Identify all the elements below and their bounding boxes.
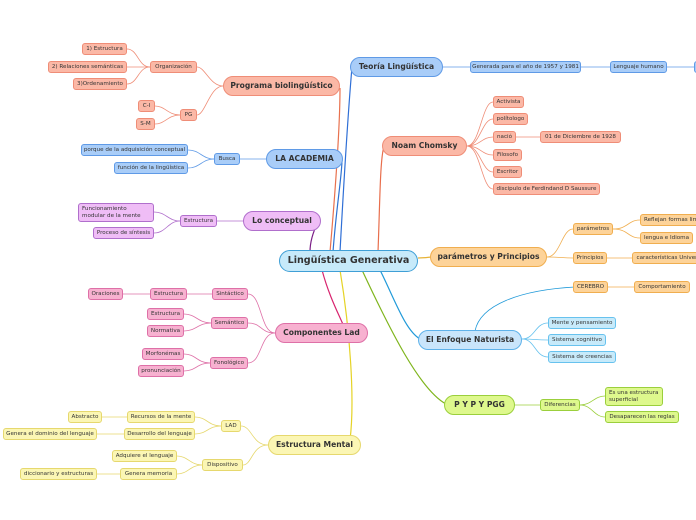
node-organizacion[interactable]: Organización xyxy=(150,61,197,73)
node-proceso-sintesis[interactable]: Proceso de síntesis xyxy=(93,227,154,239)
node-adquisicion-conceptual[interactable]: porque de la adquisición conceptual xyxy=(81,144,188,156)
node-abstracto[interactable]: Abstracto xyxy=(68,411,102,423)
node-filosofo[interactable]: Filosofo xyxy=(493,149,522,161)
node-nacio[interactable]: nació xyxy=(493,131,516,143)
node-ordenamiento[interactable]: 3)Ordenamiento xyxy=(73,78,127,90)
node-semantico-estructura[interactable]: Estructura xyxy=(147,308,184,320)
node-discipulo[interactable]: discipulo de Ferdindand D Saussure xyxy=(493,183,600,195)
node-mente-pensamiento[interactable]: Mente y pensamiento xyxy=(548,317,616,329)
node-sintactico-estructura[interactable]: Estructura xyxy=(150,288,187,300)
node-lengua-idioma[interactable]: lengua e Idioma xyxy=(640,232,693,244)
node-diferencias[interactable]: Diferencias xyxy=(540,399,580,411)
link-academia xyxy=(332,159,343,253)
topic-estructura-mental[interactable]: Estructura Mental xyxy=(268,435,361,455)
link-pypgg xyxy=(361,269,447,405)
node-adquiere-lenguaje[interactable]: Adquiere el lenguaje xyxy=(112,450,177,462)
node-dispositivo[interactable]: Dispositivo xyxy=(202,459,243,471)
node-relaciones-semanticas[interactable]: 2) Relaciones semánticas xyxy=(48,61,127,73)
topic-noam-chomsky[interactable]: Noam Chomsky xyxy=(382,136,467,156)
node-desarrollo-lenguaje[interactable]: Desarrollo del lenguaje xyxy=(124,428,195,440)
topic-enfoque-naturista[interactable]: El Enfoque Naturista xyxy=(418,330,522,350)
topic-parametros-principios[interactable]: parámetros y Principios xyxy=(430,247,547,267)
node-oraciones[interactable]: Oraciones xyxy=(88,288,123,300)
topic-la-academia[interactable]: LA ACADEMIA xyxy=(266,149,343,169)
node-recursos-mente[interactable]: Recursos de la mente xyxy=(127,411,195,423)
node-normativa[interactable]: Normativa xyxy=(147,325,184,337)
node-lad[interactable]: LAD xyxy=(221,420,241,432)
topic-programa-biolinguistico[interactable]: Programa biolingüístico xyxy=(223,76,340,96)
node-lenguaje-humano[interactable]: Lenguaje humano xyxy=(610,61,667,73)
node-caracteristicas[interactable]: características Univer xyxy=(632,252,696,264)
node-genera-memoria[interactable]: Genera memoria xyxy=(120,468,177,480)
node-funcion-linguistica[interactable]: función de la lingüística xyxy=(114,162,188,174)
node-comportamiento[interactable]: Comportamiento xyxy=(634,281,690,293)
node-pronunciacion[interactable]: pronunciación xyxy=(138,365,184,377)
node-morfonemas[interactable]: Morfonémas xyxy=(142,348,184,360)
link-mental xyxy=(339,269,353,441)
node-sintactico[interactable]: Sintáctico xyxy=(212,288,248,300)
node-diccionario[interactable]: diccionario y estructuras xyxy=(20,468,97,480)
node-escritor[interactable]: Escritor xyxy=(493,166,522,178)
node-funcionamiento-modular[interactable]: Funcionamiento modular de la mente xyxy=(78,203,154,222)
node-estructura-conceptual[interactable]: Estructura xyxy=(180,215,217,227)
node-sistema-cognitivo[interactable]: Sistema cognitivo xyxy=(548,334,606,346)
node-ci[interactable]: C-I xyxy=(138,100,155,112)
node-semantico[interactable]: Semántico xyxy=(211,317,248,329)
link-chomsky xyxy=(377,145,385,253)
link-teoria xyxy=(339,66,353,253)
node-cerebro[interactable]: CEREBRO xyxy=(573,281,608,293)
link-programa xyxy=(329,87,341,253)
node-dominio-lenguaje[interactable]: Genera el dominio del lenguaje xyxy=(3,428,97,440)
node-desaparecen-reglas[interactable]: Desaparecen las reglas xyxy=(605,411,679,423)
node-politologo[interactable]: polítologo xyxy=(493,113,528,125)
node-busca[interactable]: Busca xyxy=(214,153,240,165)
topic-pypgg[interactable]: P Y P Y PGG xyxy=(444,395,515,415)
node-parametros[interactable]: parámetros xyxy=(573,223,613,235)
node-generada[interactable]: Generada para el año de 1957 y 1981 xyxy=(470,61,581,73)
node-teoria-overflow[interactable] xyxy=(694,61,696,73)
node-estructura-superficial[interactable]: Es una estructura superficial xyxy=(605,387,663,406)
topic-componentes-lad[interactable]: Componentes Lad xyxy=(275,323,368,343)
node-principios[interactable]: Principios xyxy=(573,252,607,264)
node-reflejan[interactable]: Reflejan formas lim xyxy=(640,214,696,226)
topic-teoria-linguistica[interactable]: Teoría Lingüística xyxy=(350,57,443,77)
central-topic[interactable]: Lingüística Generativa xyxy=(279,250,418,272)
node-fonologico[interactable]: Fonológico xyxy=(210,357,248,369)
node-pg[interactable]: PG xyxy=(180,109,197,121)
node-activista[interactable]: Activista xyxy=(493,96,524,108)
node-fecha-nacimiento[interactable]: 01 de Diciembre de 1928 xyxy=(540,131,621,143)
node-sm[interactable]: S-M xyxy=(136,118,155,130)
link-naturista xyxy=(379,269,421,340)
topic-lo-conceptual[interactable]: Lo conceptual xyxy=(243,211,321,231)
node-sistema-creencias[interactable]: Sistema de creencias xyxy=(548,351,616,363)
node-estructura[interactable]: 1) Estructura xyxy=(82,43,127,55)
